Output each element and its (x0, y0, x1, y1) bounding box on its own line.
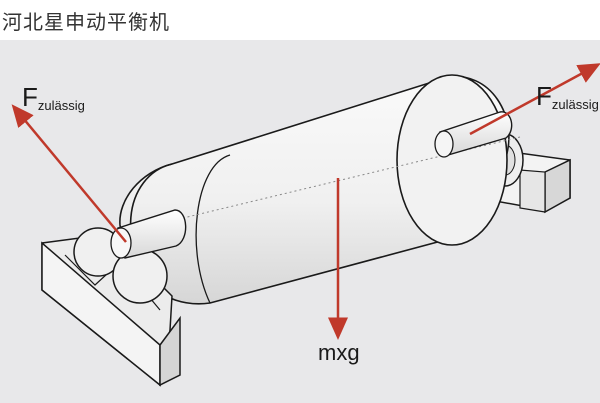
force-arrow-right (469, 63, 600, 136)
force-arrow-left (11, 104, 127, 243)
rotor-cylinder (99, 74, 521, 305)
page-title: 河北星申动平衡机 (2, 10, 170, 34)
force-label-left: Fzulässig (22, 82, 85, 113)
weight-label: mxg (318, 340, 360, 365)
left-shaft (110, 209, 187, 259)
right-shaft (434, 111, 513, 158)
force-label-right: Fzulässig (536, 81, 599, 112)
left-support-rollers (73, 227, 168, 304)
